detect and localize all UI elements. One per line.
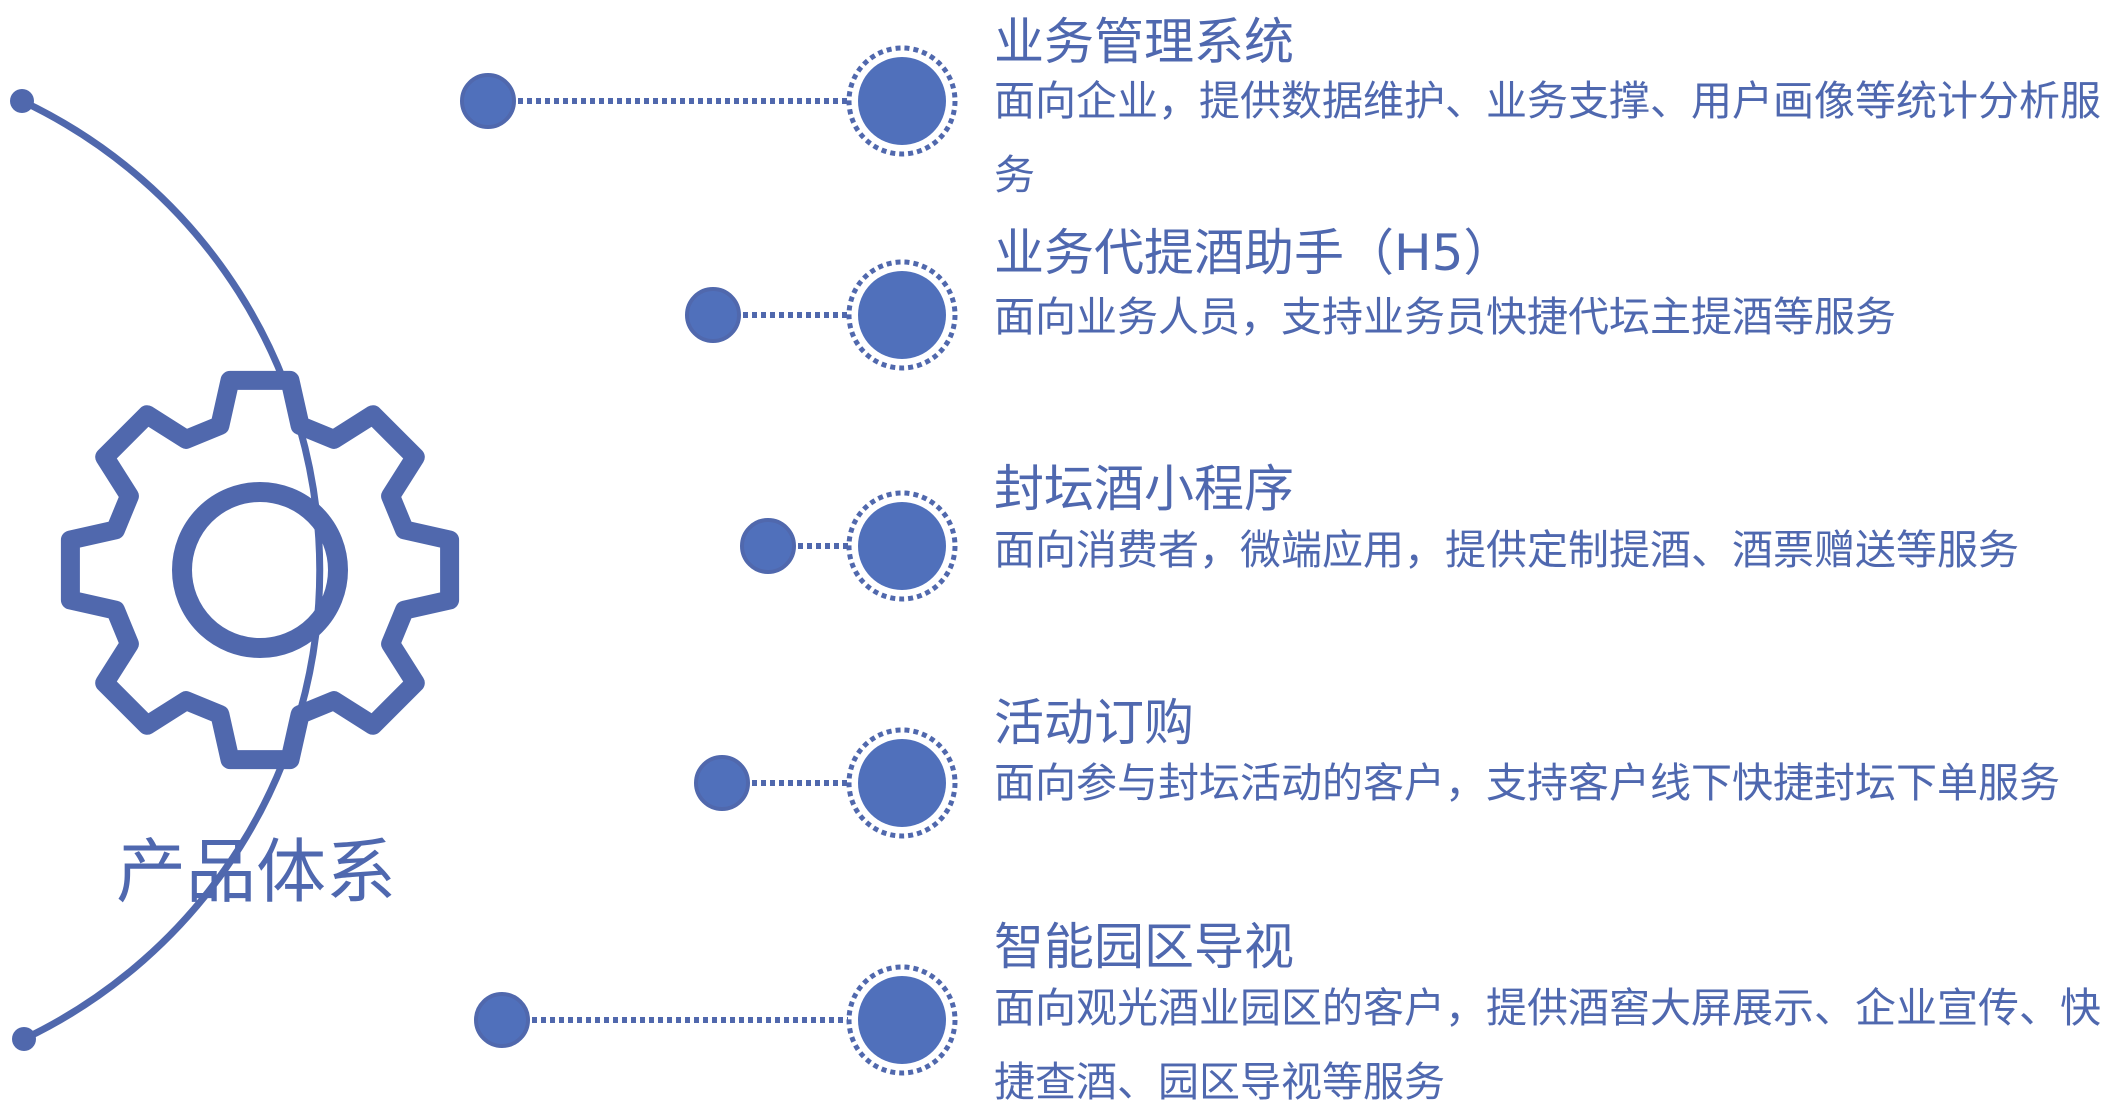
item-desc-business-management: 面向企业，提供数据维护、业务支撑、用户画像等统计分析服务 [994,77,2101,199]
dotted-ring [846,490,958,602]
item-bullet-dot [858,271,946,359]
arc-node-dot [740,518,796,574]
item-desc-event-order: 面向参与封坛活动的客户，支持客户线下快捷封坛下单服务 [994,759,2060,807]
item-title-event-order: 活动订购 [994,694,1194,752]
item-bullet-dot [858,502,946,590]
dotted-ring [846,259,958,371]
item-title-mini-program: 封坛酒小程序 [994,460,1294,518]
main-arc [20,97,324,1043]
item-desc-mini-program: 面向消费者，微端应用，提供定制提酒、酒票赠送等服务 [994,526,2019,574]
item-title-h5-assistant: 业务代提酒助手（H5） [994,224,1514,282]
arc-node-dot [685,287,741,343]
arc-node-dot [694,755,750,811]
item-desc-h5-assistant: 面向业务人员，支持业务员快捷代坛主提酒等服务 [994,293,1896,341]
arc-node-dot [460,73,516,129]
arc-end-dot-top [10,89,34,113]
item-bullet-dot [858,739,946,827]
item-title-smart-park: 智能园区导视 [994,918,1294,976]
gear-icon [60,370,460,770]
dotted-ring [846,964,958,1076]
arc-end-dot-bottom [12,1027,36,1051]
item-desc-smart-park: 面向观光酒业园区的客户，提供酒窖大屏展示、企业宣传、快捷查酒、园区导视等服务 [994,984,2101,1106]
dotted-ring [846,727,958,839]
arc-node-dot [474,992,530,1048]
item-bullet-dot [858,57,946,145]
dotted-ring [846,45,958,157]
center-label: 产品体系 [116,831,396,913]
item-bullet-dot [858,976,946,1064]
item-title-business-management: 业务管理系统 [994,13,1294,71]
